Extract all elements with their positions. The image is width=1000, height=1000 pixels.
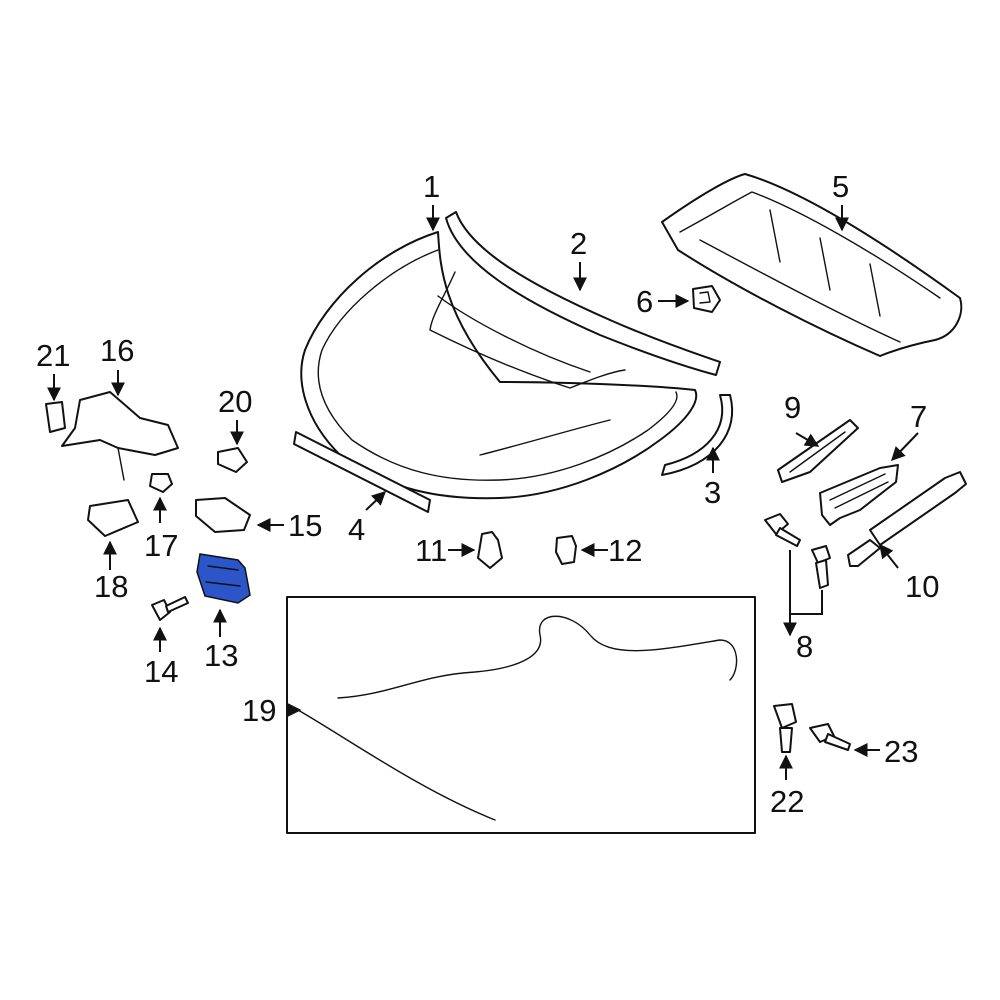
part-8-bolts[interactable] xyxy=(764,513,831,589)
callout-6: 6 xyxy=(636,284,653,319)
part-3-side-seal[interactable] xyxy=(661,394,734,476)
callout-16: 16 xyxy=(100,333,134,368)
part-17-push-clip[interactable] xyxy=(149,473,173,493)
callout-4: 4 xyxy=(348,512,365,547)
part-13-shape xyxy=(196,553,251,604)
callout-1: 1 xyxy=(423,169,440,204)
callout-20: 20 xyxy=(218,384,252,419)
callout-21: 21 xyxy=(36,338,70,373)
callout-15: 15 xyxy=(288,508,322,543)
part-22-switch[interactable] xyxy=(773,703,797,753)
part-19-cable-box[interactable] xyxy=(286,596,756,834)
callout-14: 14 xyxy=(144,654,178,689)
part-16-shield[interactable] xyxy=(61,391,179,481)
callout-17: 17 xyxy=(144,528,178,563)
part-20-plug[interactable] xyxy=(217,447,248,473)
callout-labels: 1 2 3 4 5 6 7 8 9 10 11 12 13 14 15 16 1… xyxy=(36,169,939,819)
part-12-stop[interactable] xyxy=(555,535,577,565)
part-23-bolt[interactable] xyxy=(809,723,851,751)
callout-7: 7 xyxy=(910,399,927,434)
callout-8: 8 xyxy=(796,629,813,664)
callout-2: 2 xyxy=(570,226,587,261)
part-2-hood-seal[interactable] xyxy=(445,211,721,376)
callout-9: 9 xyxy=(784,390,801,425)
callout-10: 10 xyxy=(905,569,939,604)
part-9-bracket[interactable] xyxy=(777,419,859,483)
part-1-hood[interactable] xyxy=(300,231,698,500)
callout-19: 19 xyxy=(242,693,276,728)
part-21-clip[interactable] xyxy=(45,401,66,433)
callout-3: 3 xyxy=(704,475,721,510)
part-4-front-seal[interactable] xyxy=(293,431,431,513)
callout-5: 5 xyxy=(832,169,849,204)
part-11-bumper[interactable] xyxy=(477,531,503,569)
part-18-release-handle[interactable] xyxy=(87,499,139,537)
callout-22: 22 xyxy=(770,784,804,819)
part-6-clip[interactable] xyxy=(692,285,721,313)
callout-13: 13 xyxy=(204,638,238,673)
part-7-hinge[interactable] xyxy=(819,464,899,526)
part-14-bolt[interactable] xyxy=(151,596,189,621)
part-15-bracket[interactable] xyxy=(195,497,251,533)
callout-18: 18 xyxy=(94,569,128,604)
part-13-latch-bracket[interactable] xyxy=(196,553,251,604)
callout-12: 12 xyxy=(608,533,642,568)
leader-lines xyxy=(47,205,919,780)
callout-11: 11 xyxy=(415,533,447,568)
callout-23: 23 xyxy=(884,734,918,769)
part-5-cowl-panel[interactable] xyxy=(661,173,963,357)
